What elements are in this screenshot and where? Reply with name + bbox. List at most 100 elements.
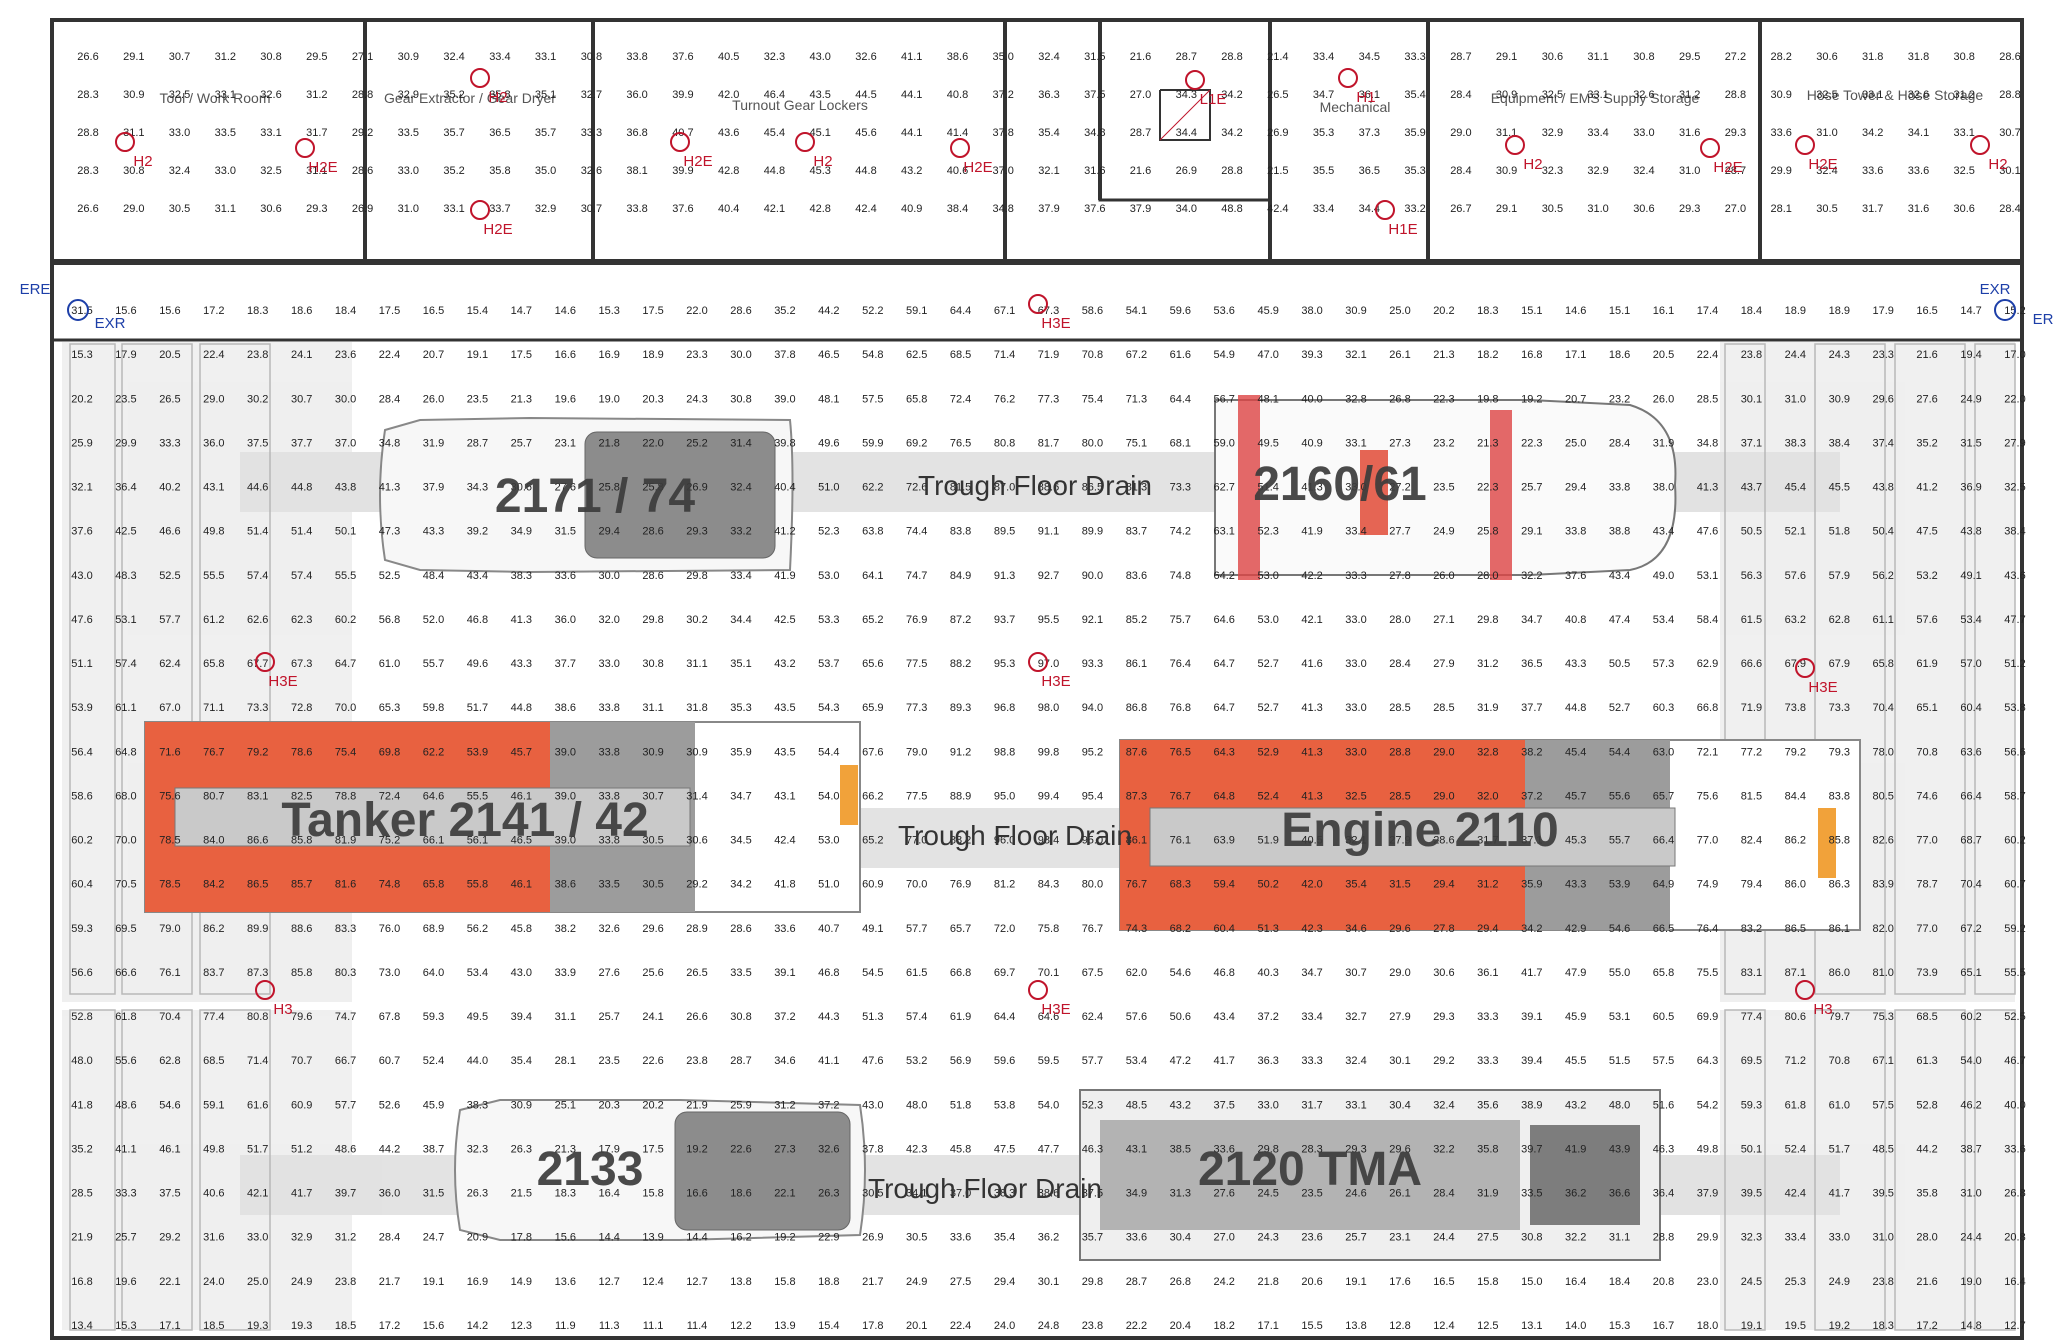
footcandle-value: 43.8	[1960, 526, 1981, 538]
footcandle-value: 30.5	[642, 835, 663, 847]
footcandle-value: 33.4	[1587, 127, 1608, 139]
footcandle-value: 51.3	[862, 1011, 883, 1023]
footcandle-value: 51.9	[1257, 835, 1278, 847]
footcandle-value: 54.8	[862, 349, 883, 361]
footcandle-value: 55.6	[1609, 790, 1630, 802]
footcandle-value: 28.4	[1609, 437, 1630, 449]
fixture-icon	[115, 132, 135, 152]
footcandle-value: 55.5	[467, 790, 488, 802]
footcandle-value: 81.5	[1741, 790, 1762, 802]
footcandle-value: 41.9	[774, 570, 795, 582]
footcandle-value: 75.6	[1697, 790, 1718, 802]
footcandle-value: 70.4	[1872, 702, 1893, 714]
footcandle-value: 70.8	[1916, 746, 1937, 758]
footcandle-value: 22.1	[159, 1276, 180, 1288]
footcandle-value: 37.2	[1521, 790, 1542, 802]
footcandle-value: 30.8	[123, 165, 144, 177]
footcandle-value: 32.4	[730, 482, 751, 494]
vehicle-2133[interactable]	[454, 1099, 866, 1241]
vehicle-2160-61[interactable]	[1214, 395, 1677, 580]
footcandle-value: 61.1	[115, 702, 136, 714]
footcandle-value: 77.0	[1697, 835, 1718, 847]
footcandle-value: 44.2	[379, 1144, 400, 1156]
room-label-mechanical: Mechanical	[1320, 99, 1391, 115]
footcandle-value: 29.0	[203, 393, 224, 405]
footcandle-value: 33.5	[1521, 1188, 1542, 1200]
footcandle-value: 74.7	[906, 570, 927, 582]
footcandle-value: 42.9	[1565, 923, 1586, 935]
footcandle-value: 26.6	[77, 51, 98, 63]
footcandle-value: 33.0	[398, 165, 419, 177]
footcandle-value: 45.5	[1829, 482, 1850, 494]
footcandle-value: 15.8	[1477, 1276, 1498, 1288]
footcandle-value: 33.3	[581, 127, 602, 139]
footcandle-value: 32.0	[1477, 790, 1498, 802]
footcandle-value: 35.3	[1404, 165, 1425, 177]
footcandle-value: 83.8	[950, 526, 971, 538]
footcandle-value: 34.0	[1176, 203, 1197, 215]
footcandle-value: 37.8	[862, 1144, 883, 1156]
footcandle-value: 22.2	[1126, 1320, 1147, 1332]
footcandle-value: 32.4	[1633, 165, 1654, 177]
room-label-gear-extractor: Gear Extractor / Gear Dryer	[384, 90, 556, 106]
footcandle-value: 38.3	[467, 1099, 488, 1111]
footcandle-value: 50.5	[1741, 526, 1762, 538]
footcandle-value: 32.5	[2004, 482, 2025, 494]
footcandle-value: 22.1	[774, 1188, 795, 1200]
footcandle-value: 45.9	[1257, 305, 1278, 317]
footcandle-value: 62.6	[247, 614, 268, 626]
footcandle-value: 46.4	[764, 89, 785, 101]
footcandle-value: 13.4	[71, 1320, 92, 1332]
footcandle-value: 30.6	[1953, 203, 1974, 215]
footcandle-value: 46.5	[818, 349, 839, 361]
footcandle-value: 20.3	[642, 393, 663, 405]
footcandle-value: 56.3	[1741, 570, 1762, 582]
vehicle-engine-2110[interactable]	[1119, 739, 1861, 931]
footcandle-value: 32.3	[467, 1144, 488, 1156]
footcandle-value: 35.4	[994, 1232, 1015, 1244]
footcandle-value: 38.1	[626, 165, 647, 177]
footcandle-value: 75.2	[379, 835, 400, 847]
vehicle-tanker-2141-42[interactable]	[144, 721, 861, 913]
fixture-icon	[1970, 135, 1990, 155]
footcandle-value: 33.0	[1345, 702, 1366, 714]
footcandle-value: 27.1	[1433, 614, 1454, 626]
footcandle-value: 26.7	[1450, 203, 1471, 215]
footcandle-value: 50.5	[1609, 658, 1630, 670]
footcandle-value: 52.1	[1785, 526, 1806, 538]
footcandle-value: 61.8	[1785, 1099, 1806, 1111]
footcandle-value: 60.4	[1960, 702, 1981, 714]
footcandle-value: 32.1	[71, 482, 92, 494]
vehicle-2120-tma[interactable]	[1079, 1089, 1661, 1261]
footcandle-value: 34.5	[730, 835, 751, 847]
footcandle-value: 64.7	[1213, 702, 1234, 714]
truck-bed	[584, 431, 776, 559]
footcandle-value: 36.4	[1653, 1188, 1674, 1200]
vehicle-label-2120-tma: 2120 TMA	[1198, 1143, 1422, 1196]
footcandle-value: 78.5	[159, 835, 180, 847]
footcandle-value: 19.4	[1960, 349, 1981, 361]
footcandle-value: 33.4	[1313, 203, 1334, 215]
footcandle-value: 65.2	[862, 835, 883, 847]
footcandle-value: 32.4	[1345, 1055, 1366, 1067]
footcandle-value: 32.3	[1741, 1232, 1762, 1244]
footcandle-value: 46.5	[511, 835, 532, 847]
vehicle-2171-74[interactable]	[379, 416, 794, 574]
footcandle-value: 33.2	[1404, 203, 1425, 215]
footcandle-value: 76.1	[1170, 835, 1191, 847]
footcandle-value: 15.6	[159, 305, 180, 317]
footcandle-value: 57.4	[291, 570, 312, 582]
footcandle-value: 68.5	[1916, 1011, 1937, 1023]
footcandle-value: 79.7	[1829, 1011, 1850, 1023]
footcandle-value: 78.6	[291, 746, 312, 758]
footcandle-value: 81.5	[950, 482, 971, 494]
footcandle-value: 74.7	[335, 1011, 356, 1023]
footcandle-value: 40.5	[718, 51, 739, 63]
footcandle-value: 69.5	[1741, 1055, 1762, 1067]
footcandle-value: 65.1	[1916, 702, 1937, 714]
footcandle-value: 30.2	[686, 614, 707, 626]
footcandle-value: 54.4	[1609, 746, 1630, 758]
footcandle-value: 23.2	[1609, 393, 1630, 405]
fixture-icon	[1185, 70, 1205, 90]
